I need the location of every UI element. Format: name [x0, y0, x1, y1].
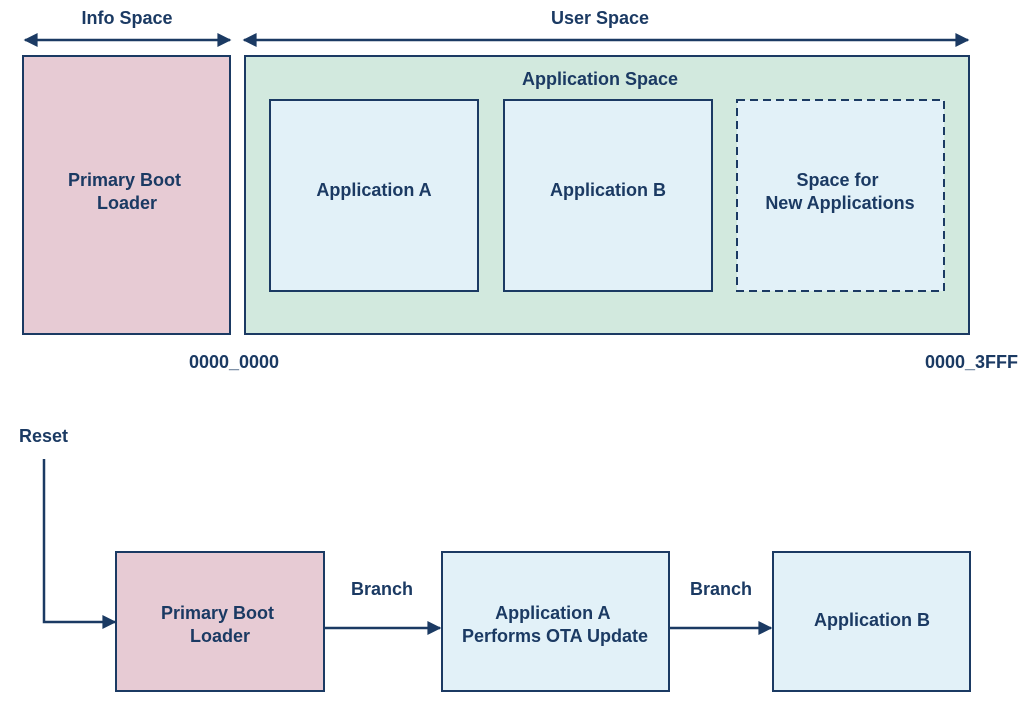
- user-space-label: User Space: [551, 8, 649, 28]
- flow-boot-loader-line-2: Loader: [190, 626, 250, 646]
- flow-boot-loader-label: Primary Boot Loader: [161, 603, 279, 646]
- flow-application-a-block: [441, 551, 670, 692]
- branch-1-label: Branch: [351, 579, 413, 599]
- reset-arrow: [42, 459, 117, 629]
- primary-boot-loader-block: [22, 55, 231, 335]
- flow-application-a-label: Application A Performs OTA Update: [462, 603, 648, 646]
- flow-application-a-line-2: Performs OTA Update: [462, 626, 648, 646]
- flow-application-b-block: [772, 551, 971, 692]
- application-a-label: Application A: [316, 180, 431, 200]
- application-space-label: Application Space: [522, 69, 678, 89]
- primary-boot-loader-label: Primary Boot Loader: [68, 170, 186, 213]
- application-a-block: [269, 99, 479, 292]
- new-applications-block: [736, 99, 945, 292]
- address-start-label: 0000_0000: [189, 352, 279, 372]
- application-b-block: [503, 99, 713, 292]
- new-applications-line-2: New Applications: [765, 193, 914, 213]
- application-b-label: Application B: [550, 180, 666, 200]
- info-space-label: Info Space: [81, 8, 172, 28]
- primary-boot-loader-line-1: Primary Boot: [68, 170, 181, 190]
- reset-label: Reset: [19, 426, 68, 446]
- flow-boot-loader-line-1: Primary Boot: [161, 603, 274, 623]
- flow-application-a-line-1: Application A: [495, 603, 610, 623]
- flow-boot-loader-block: [115, 551, 325, 692]
- new-applications-line-1: Space for: [796, 170, 878, 190]
- address-end-label: 0000_3FFF: [925, 352, 1018, 372]
- flow-application-b-label: Application B: [814, 610, 930, 630]
- branch-2-label: Branch: [690, 579, 752, 599]
- primary-boot-loader-line-2: Loader: [97, 193, 157, 213]
- new-applications-label: Space for New Applications: [765, 170, 914, 213]
